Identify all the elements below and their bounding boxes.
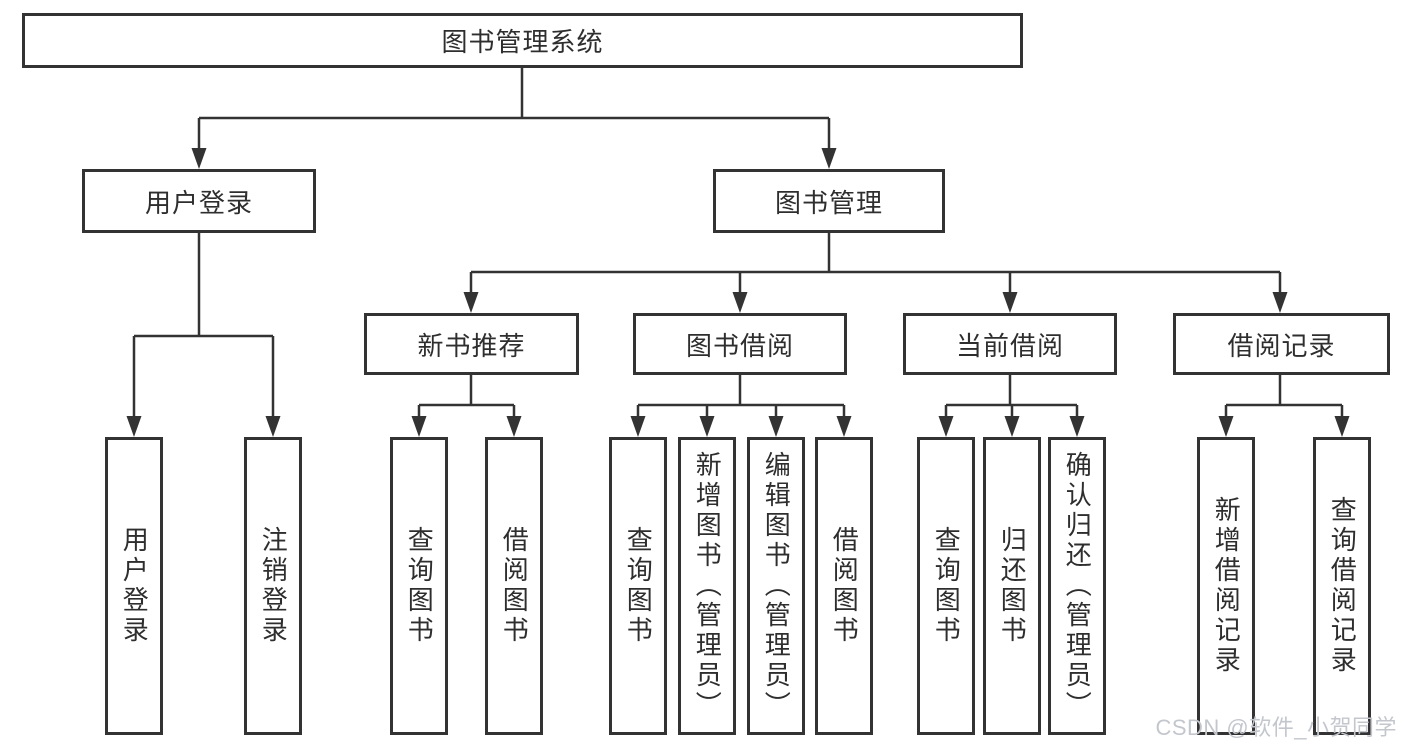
node-leaf-add-books-admin: 新增图书（管理员） xyxy=(678,437,736,735)
node-user-login-module: 用户登录 xyxy=(82,169,316,233)
node-leaf-query-borrow-record: 查询借阅记录 xyxy=(1313,437,1371,735)
connector-borrow-records-children xyxy=(1224,375,1344,416)
connector-current-borrow-children xyxy=(944,375,1079,416)
connector-book-mgmt-children xyxy=(469,233,1282,292)
node-book-management-module: 图书管理 xyxy=(713,169,945,233)
csdn-watermark: CSDN @软件_小贺同学 xyxy=(1155,715,1397,740)
node-root-system: 图书管理系统 xyxy=(22,13,1023,68)
connector-new-book-children xyxy=(417,375,516,416)
node-leaf-query-books-3: 查询图书 xyxy=(917,437,975,735)
connector-book-borrow-children xyxy=(636,375,846,416)
node-leaf-query-books-1: 查询图书 xyxy=(390,437,448,735)
connector-user-login-children xyxy=(132,233,275,416)
node-leaf-borrow-books-1: 借阅图书 xyxy=(485,437,543,735)
node-new-book-recommend: 新书推荐 xyxy=(364,313,579,375)
node-leaf-borrow-books-2: 借阅图书 xyxy=(815,437,873,735)
node-book-borrowing: 图书借阅 xyxy=(633,313,847,375)
connector-root-to-level2 xyxy=(197,68,831,148)
node-leaf-edit-books-admin: 编辑图书（管理员） xyxy=(747,437,805,735)
node-leaf-query-books-2: 查询图书 xyxy=(609,437,667,735)
node-leaf-return-books: 归还图书 xyxy=(983,437,1041,735)
node-leaf-add-borrow-record: 新增借阅记录 xyxy=(1197,437,1255,735)
node-current-borrowing: 当前借阅 xyxy=(903,313,1117,375)
node-leaf-user-login: 用户登录 xyxy=(105,437,163,735)
node-borrowing-records: 借阅记录 xyxy=(1173,313,1390,375)
node-leaf-confirm-return-admin: 确认归还（管理员） xyxy=(1048,437,1106,735)
node-leaf-logout: 注销登录 xyxy=(244,437,302,735)
